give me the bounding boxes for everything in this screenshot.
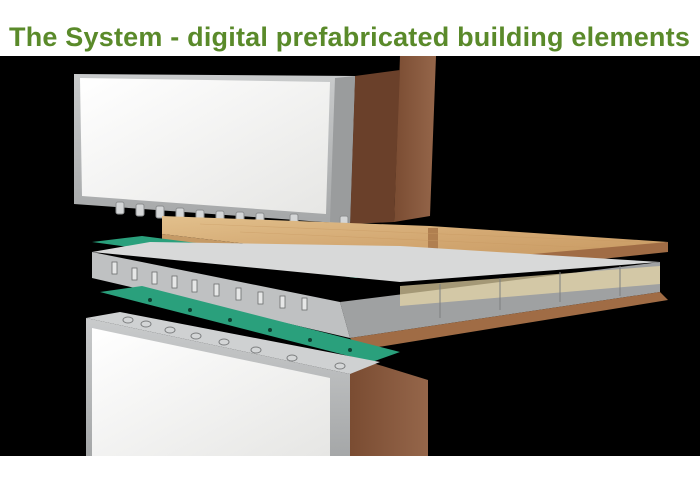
slide-footer-band: [0, 456, 700, 500]
upper-wall-facade-panel: [80, 78, 330, 214]
exploded-building-render: [0, 56, 700, 456]
slab-anchor-bolts: [111, 261, 308, 311]
slab-top: [92, 242, 660, 282]
slide-title: The System - digital prefabricated build…: [9, 22, 691, 52]
lower-wall-insulation: [350, 356, 428, 456]
upper-wall-element: [74, 56, 436, 229]
lower-wall-element: [86, 312, 428, 456]
concrete-floor-slab: [92, 242, 668, 350]
upper-wall-insulation: [394, 56, 436, 222]
lower-acoustic-membrane: [100, 286, 400, 362]
lower-wall-connectors: [122, 316, 346, 370]
lower-wall-facade-panel: [92, 328, 330, 456]
